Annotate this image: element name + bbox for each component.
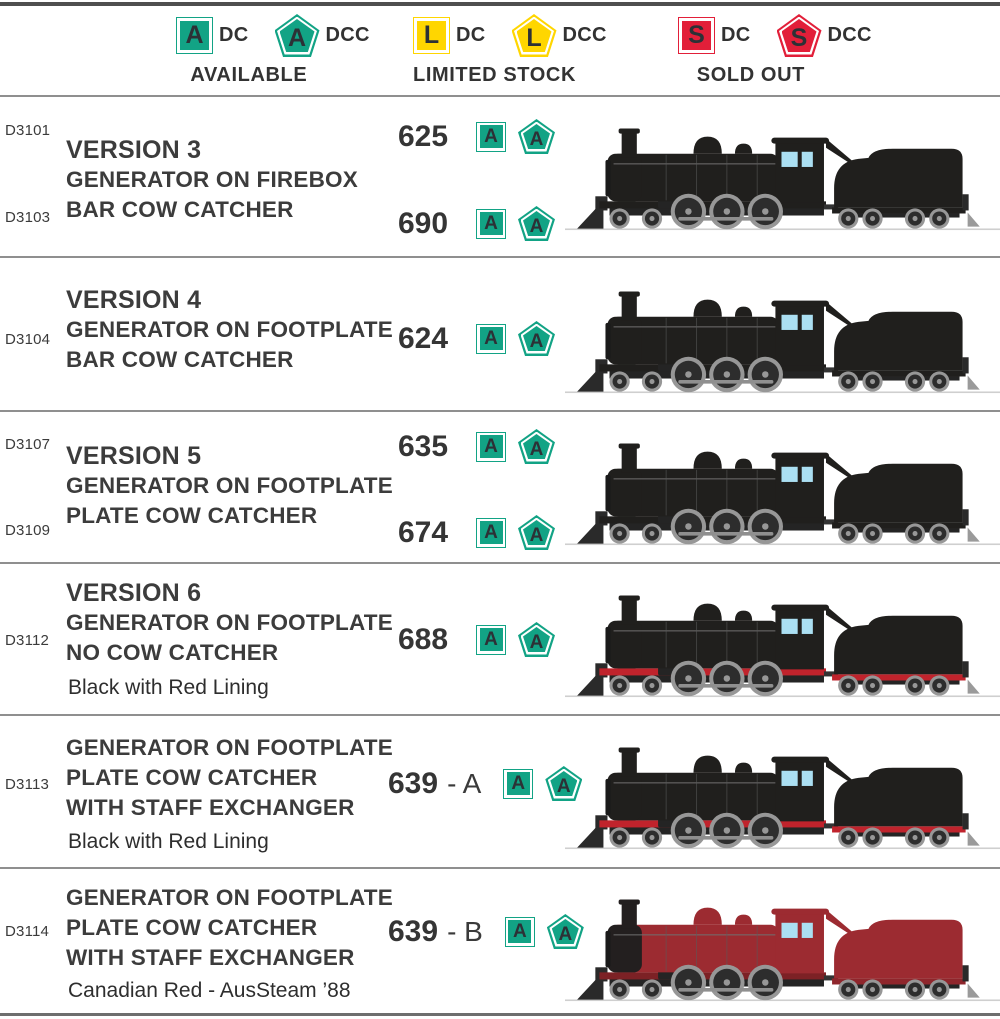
- product-code: D3112: [5, 632, 50, 649]
- livery-note: Canadian Red - AusSteam ’88: [68, 979, 351, 1002]
- product-code: D3113: [5, 776, 50, 793]
- livery-note: Black with Red Lining: [68, 676, 269, 699]
- product-title: GENERATOR ON FOOTPLATE PLATE COW CATCHER…: [66, 735, 393, 820]
- availability-legend: A DC A DCC AVAILABLE L DC L DCC LIMITED …: [0, 0, 1000, 95]
- dc-available-badge: A: [476, 517, 506, 548]
- road-number: 688: [398, 622, 449, 656]
- product-code: D3114: [5, 923, 50, 940]
- locomotive-illustration-black-red-lining: [565, 724, 1000, 856]
- dc-available-badge: A: [476, 208, 506, 239]
- dcc-label: DCC: [325, 24, 370, 46]
- limited-dc-badge: L: [413, 17, 450, 54]
- dc-available-badge: A: [503, 768, 534, 799]
- variant-row: 635 A A: [398, 428, 555, 465]
- soldout-dc-badge: S: [678, 17, 715, 54]
- status-label-limited: LIMITED STOCK: [413, 64, 576, 86]
- legend-group-limited: L DC L DCC LIMITED STOCK: [413, 14, 624, 87]
- top-rule: [0, 2, 1000, 6]
- dc-available-badge: A: [476, 431, 506, 462]
- dcc-available-badge: A: [518, 119, 555, 154]
- product-row-staff-exchanger-a: D3113 GENERATOR ON FOOTPLATE PLATE COW C…: [0, 714, 1000, 867]
- variant-row: 688 A A: [398, 621, 555, 658]
- dcc-available-badge: A: [518, 321, 555, 356]
- product-title: VERSION 3 GENERATOR ON FIREBOX BAR COW C…: [66, 136, 358, 222]
- livery-note: Black with Red Lining: [68, 830, 269, 853]
- product-title: VERSION 6 GENERATOR ON FOOTPLATE NO COW …: [66, 579, 393, 665]
- dc-label: DC: [456, 24, 486, 46]
- dc-label: DC: [721, 24, 751, 46]
- dc-label: DC: [219, 24, 249, 46]
- road-number: 624: [398, 321, 449, 355]
- variant-row: 625 A A: [398, 118, 555, 155]
- dcc-available-badge: A: [518, 429, 555, 464]
- road-number-suffix: - A: [447, 767, 482, 799]
- road-number: 639: [388, 766, 439, 800]
- limited-dcc-badge: L: [511, 14, 557, 57]
- locomotive-illustration-black: [565, 105, 1000, 237]
- dc-available-badge: A: [504, 916, 535, 947]
- road-number: 639: [388, 914, 439, 948]
- road-number: 625: [398, 119, 449, 153]
- variant-row: 639 - A A A: [388, 765, 583, 802]
- soldout-dcc-badge: S: [776, 14, 822, 57]
- locomotive-illustration-canadian-red: [565, 876, 1000, 1008]
- product-code: D3104: [5, 331, 51, 348]
- product-title: GENERATOR ON FOOTPLATE PLATE COW CATCHER…: [66, 885, 393, 970]
- product-code: D3103: [5, 209, 51, 226]
- product-code: D3109: [5, 522, 51, 539]
- dc-available-badge: A: [476, 323, 506, 354]
- status-label-soldout: SOLD OUT: [696, 64, 805, 86]
- dcc-available-badge: A: [546, 914, 584, 949]
- road-number-suffix: - B: [447, 915, 483, 947]
- road-number: 690: [398, 206, 449, 240]
- dcc-label: DCC: [827, 24, 872, 46]
- product-title: VERSION 4 GENERATOR ON FOOTPLATE BAR COW…: [66, 286, 393, 372]
- dcc-available-badge: A: [518, 515, 555, 550]
- locomotive-illustration-black-red-lining: [565, 572, 1000, 704]
- product-row-version-4: D3104 VERSION 4 GENERATOR ON FOOTPLATE B…: [0, 256, 1000, 410]
- dc-available-badge: A: [476, 121, 506, 152]
- status-label-available: AVAILABLE: [190, 64, 308, 86]
- product-code: D3107: [5, 436, 51, 453]
- dc-available-badge: A: [476, 624, 506, 655]
- product-code: D3101: [5, 122, 51, 139]
- available-dcc-badge: A: [274, 14, 320, 57]
- legend-group-soldout: S DC S DCC SOLD OUT: [678, 14, 872, 87]
- product-title: VERSION 5 GENERATOR ON FOOTPLATE PLATE C…: [66, 442, 393, 528]
- product-row-staff-exchanger-b: D3114 GENERATOR ON FOOTPLATE PLATE COW C…: [0, 867, 1000, 1014]
- locomotive-illustration-black: [565, 268, 1000, 400]
- dcc-available-badge: A: [518, 622, 555, 657]
- variant-row: 674 A A: [398, 514, 555, 551]
- bottom-rule: [0, 1013, 1000, 1016]
- legend-group-available: A DC A DCC AVAILABLE: [176, 14, 370, 87]
- variant-row: 690 A A: [398, 205, 555, 242]
- variant-row: 639 - B A A: [388, 913, 584, 950]
- road-number: 635: [398, 429, 449, 463]
- available-dc-badge: A: [176, 17, 213, 54]
- locomotive-illustration-black: [565, 420, 1000, 552]
- dcc-available-badge: A: [518, 206, 555, 241]
- dcc-available-badge: A: [545, 766, 583, 801]
- product-row-version-6: D3112 VERSION 6 GENERATOR ON FOOTPLATE N…: [0, 562, 1000, 714]
- variant-row: 624 A A: [398, 320, 555, 357]
- product-row-version-3: D3101 D3103 VERSION 3 GENERATOR ON FIREB…: [0, 95, 1000, 256]
- road-number: 674: [398, 515, 449, 549]
- dcc-label: DCC: [562, 24, 607, 46]
- product-row-version-5: D3107 D3109 VERSION 5 GENERATOR ON FOOTP…: [0, 410, 1000, 562]
